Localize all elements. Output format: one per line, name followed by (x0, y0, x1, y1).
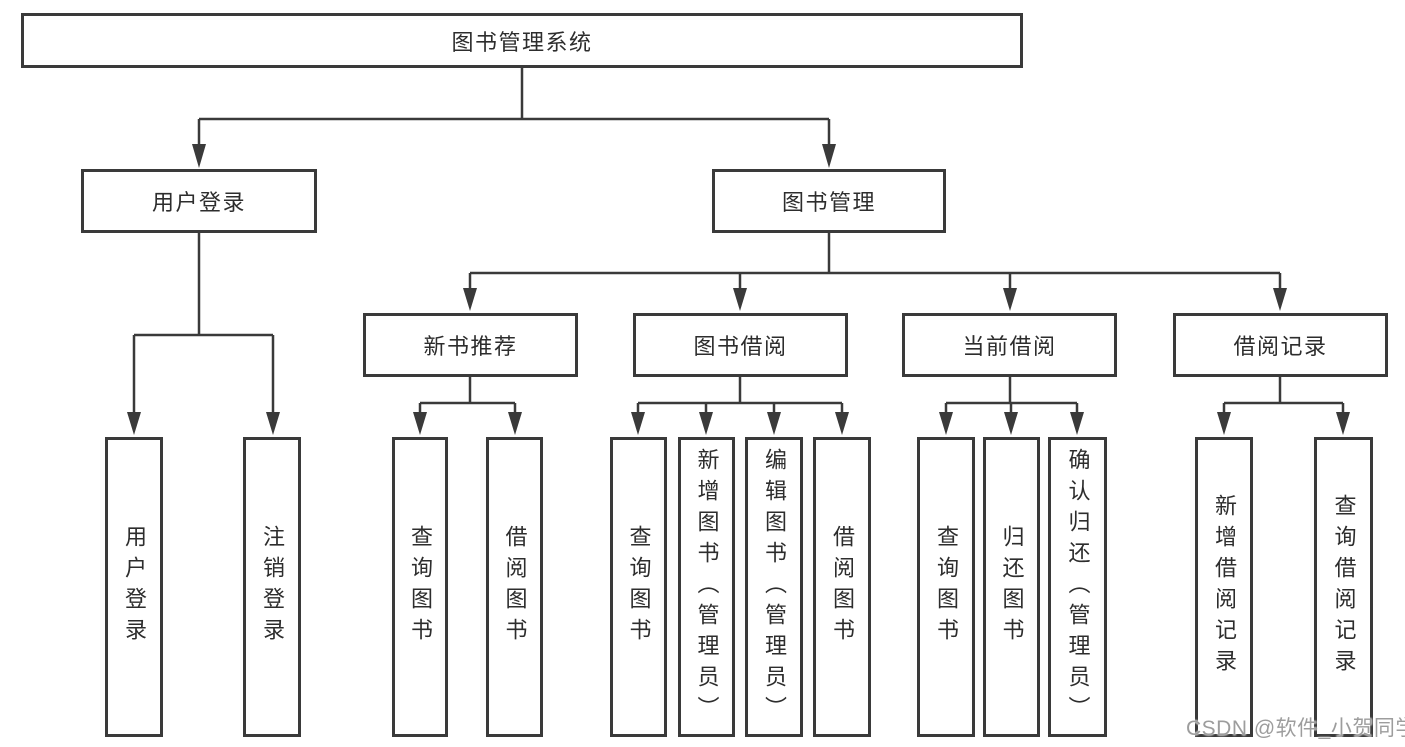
arrowheads (127, 144, 1350, 435)
leaf-borrow-books-recommend: 借阅图书 (486, 437, 543, 737)
leaf-label: 确认归还（管理员） (1065, 447, 1091, 727)
leaf-query-books-borrow: 查询图书 (610, 437, 667, 737)
node-library-management-system: 图书管理系统 (21, 13, 1023, 68)
node-book-management: 图书管理 (712, 169, 946, 233)
leaf-confirm-return-admin: 确认归还（管理员） (1048, 437, 1107, 737)
leaf-edit-books-admin: 编辑图书（管理员） (745, 437, 803, 737)
leaf-query-books-current: 查询图书 (917, 437, 975, 737)
leaf-add-books-admin: 新增图书（管理员） (678, 437, 735, 737)
leaf-return-books: 归还图书 (983, 437, 1040, 737)
leaf-user-login: 用户登录 (105, 437, 163, 737)
node-current-borrowing: 当前借阅 (902, 313, 1117, 377)
leaf-logout: 注销登录 (243, 437, 301, 737)
leaf-label: 新增图书（管理员） (694, 447, 720, 727)
connector-lines (132, 68, 1345, 416)
leaf-label: 编辑图书（管理员） (762, 447, 787, 727)
leaf-label: 查询图书 (626, 525, 652, 649)
leaf-query-books-recommend: 查询图书 (392, 437, 448, 737)
leaf-query-borrow-record: 查询借阅记录 (1314, 437, 1373, 737)
leaf-label: 借阅图书 (830, 525, 855, 649)
leaf-label: 借阅图书 (502, 525, 528, 649)
leaf-label: 用户登录 (122, 525, 147, 649)
leaf-borrow-books: 借阅图书 (813, 437, 871, 737)
node-new-book-recommendation: 新书推荐 (363, 313, 578, 377)
node-borrowing-records: 借阅记录 (1173, 313, 1388, 377)
node-user-login: 用户登录 (81, 169, 317, 233)
leaf-add-borrow-record: 新增借阅记录 (1195, 437, 1253, 737)
leaf-label: 新增借阅记录 (1212, 494, 1237, 680)
watermark-csdn: CSDN @软件_小贺同学 (1186, 717, 1405, 740)
leaf-label: 注销登录 (260, 525, 285, 649)
leaf-label: 查询图书 (408, 525, 433, 649)
leaf-label: 归还图书 (999, 525, 1025, 649)
leaf-label: 查询图书 (934, 525, 959, 649)
leaf-label: 查询借阅记录 (1331, 494, 1357, 680)
node-book-borrowing: 图书借阅 (633, 313, 848, 377)
